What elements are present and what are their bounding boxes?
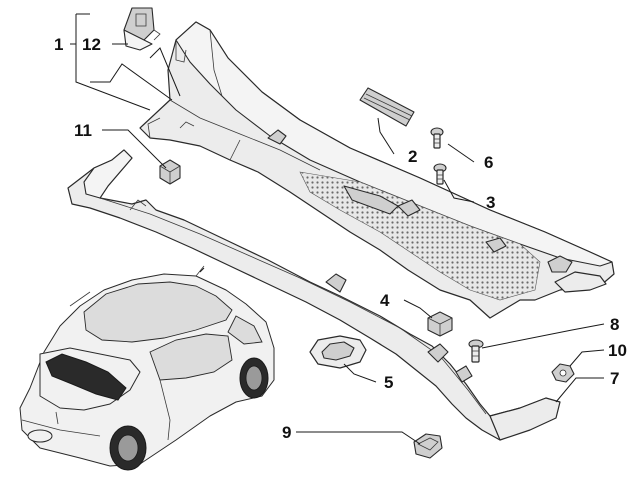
nut-part-10 <box>551 363 575 383</box>
clip-part-11 <box>159 159 181 185</box>
leader-7 <box>555 377 604 403</box>
callout-4: 4 <box>380 291 390 310</box>
lower-channel-part-7 <box>67 149 561 441</box>
leader-5 <box>343 363 377 383</box>
leader-9 <box>296 431 421 445</box>
screw-part-8 <box>468 339 484 363</box>
reference-car-illustration <box>19 265 275 471</box>
leader-6 <box>447 143 475 163</box>
callout-1: 1 <box>54 35 63 54</box>
leader-11 <box>102 129 167 169</box>
clip-part-9 <box>413 433 443 459</box>
leader-1-upper <box>90 63 173 101</box>
callout-6: 6 <box>484 153 493 172</box>
callout-3: 3 <box>486 193 495 212</box>
callout-11: 11 <box>74 121 92 140</box>
screw-part-6 <box>430 127 444 149</box>
leader-2 <box>377 117 395 155</box>
screw-part-3 <box>433 163 447 185</box>
grommet-part-5 <box>309 335 367 369</box>
callout-labels: 1 2 3 4 5 6 7 8 9 10 11 12 <box>54 35 627 442</box>
callout-7: 7 <box>610 369 619 388</box>
seal-strip-part-2 <box>359 87 415 127</box>
callout-5: 5 <box>384 373 393 392</box>
leader-1-lower <box>75 14 151 111</box>
clip-part-4 <box>427 311 453 337</box>
leader-12-panel <box>149 47 181 97</box>
leader-3 <box>443 179 475 203</box>
bracket-part-12 <box>123 7 161 51</box>
leader-lines <box>70 13 605 445</box>
leader-car <box>199 267 205 273</box>
callout-9: 9 <box>282 423 291 442</box>
cowl-panel-part-1 <box>139 21 615 319</box>
callout-8: 8 <box>610 315 619 334</box>
leader-10 <box>569 349 605 367</box>
leader-8 <box>481 323 605 349</box>
callout-10: 10 <box>608 341 627 360</box>
leader-4 <box>403 299 433 319</box>
callout-12: 12 <box>82 35 101 54</box>
callout-2: 2 <box>408 147 417 166</box>
